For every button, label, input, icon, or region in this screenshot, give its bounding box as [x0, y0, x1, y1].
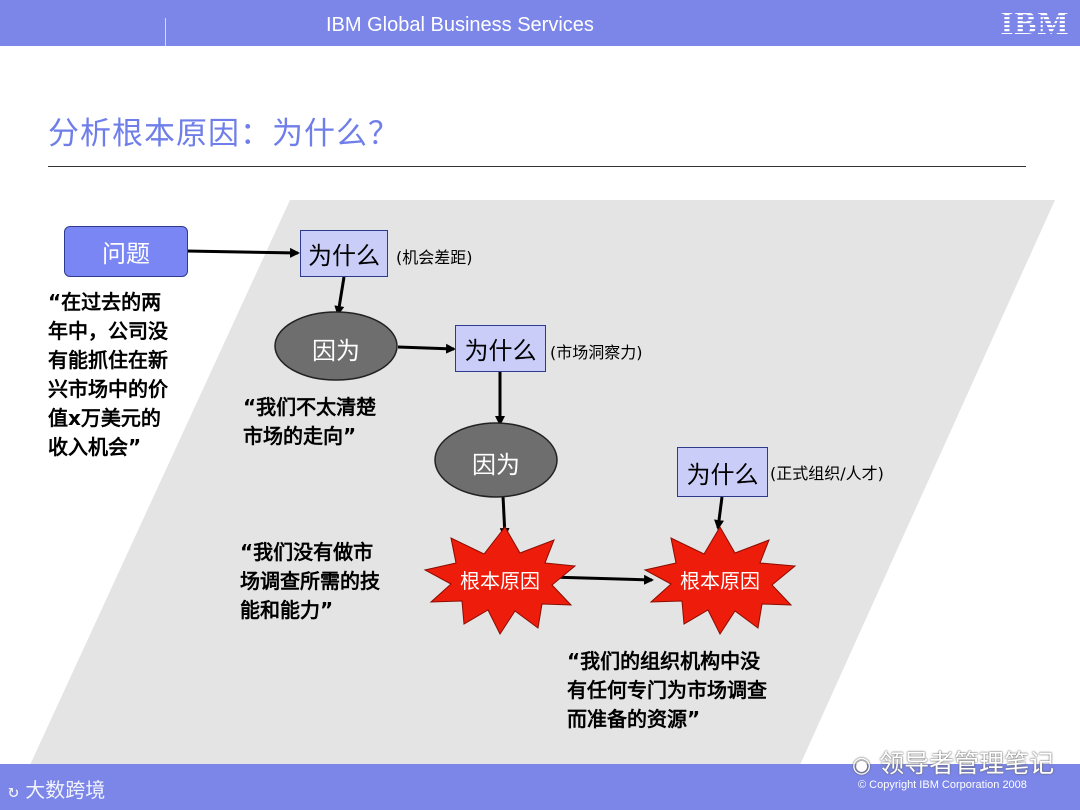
watermark-left: ↻ 大数跨境 — [8, 774, 105, 803]
watermark-right: ◉ 领导者管理笔记 — [852, 744, 1054, 780]
quote-line: 而准备的资源” — [567, 707, 701, 731]
because-oval-1 — [274, 311, 398, 381]
because-label-2: 因为 — [472, 451, 520, 479]
quote-line: “我们的组织机构中没 — [567, 649, 761, 673]
footer-bar — [0, 764, 1080, 810]
why-note-2: (市场洞察力) — [550, 343, 643, 362]
title-underline — [48, 166, 1026, 167]
arrow-problem-to-why1 — [185, 247, 300, 258]
quote-line: 有任何专门为市场调查 — [567, 678, 767, 702]
quote-line: “我们没有做市 — [240, 540, 374, 564]
header-unit-name: IBM Global Business Services — [326, 14, 594, 36]
why-note-3: (正式组织/人才) — [770, 464, 884, 483]
why-note-1: (机会差距) — [396, 248, 473, 267]
quote-line: 有能抓住在新 — [48, 348, 168, 372]
watermark-left-text: 大数跨境 — [25, 778, 106, 802]
why-box-3: 为什么 — [677, 447, 768, 497]
quote-line: 能和能力” — [240, 598, 334, 622]
quote-line: “我们不太清楚 — [243, 395, 377, 419]
problem-quote: “在过去的两 年中，公司没 有能抓住在新 兴市场中的价 值x万美元的 收入机会” — [48, 288, 168, 462]
slide-title: 分析根本原因：为什么？ — [48, 116, 400, 152]
root-cause-label-1: 根本原因 — [460, 569, 540, 593]
wechat-icon: ◉ — [852, 753, 872, 778]
arrow-root1-to-root2 — [549, 574, 654, 585]
why-box-2: 为什么 — [455, 325, 546, 372]
because-label-1: 因为 — [312, 337, 360, 365]
ibm-logo: IBM — [1001, 6, 1070, 39]
because-oval-2 — [434, 422, 558, 498]
root-cause-quote-2: “我们的组织机构中没 有任何专门为市场调查 而准备的资源” — [567, 647, 767, 734]
root-cause-quote-1: “我们没有做市 场调查所需的技 能和能力” — [240, 538, 380, 625]
copyright-text: © Copyright IBM Corporation 2008 — [858, 779, 1027, 791]
root-cause-burst-1 — [423, 526, 577, 636]
watermark-right-text: 领导者管理笔记 — [879, 749, 1055, 778]
quote-line: 场调查所需的技 — [240, 569, 380, 593]
quote-line: 兴市场中的价 — [48, 377, 168, 401]
quote-line: 年中，公司没 — [48, 319, 168, 343]
quote-line: “在过去的两 — [48, 290, 162, 314]
quote-line: 值x万美元的 — [48, 406, 161, 430]
header-bar: IBM Global Business Services IBM — [0, 0, 1080, 46]
arrow-why1-to-because1 — [334, 276, 346, 316]
why-box-1: 为什么 — [300, 230, 388, 277]
root-cause-label-2: 根本原因 — [680, 569, 760, 593]
problem-box: 问题 — [64, 226, 188, 277]
arrow-because1-to-why2 — [397, 343, 456, 354]
quote-line: 市场的走向” — [243, 424, 357, 448]
because-quote-1: “我们不太清楚 市场的走向” — [243, 393, 376, 451]
quote-line: 收入机会” — [48, 435, 142, 459]
root-cause-burst-2 — [643, 526, 797, 636]
watermark-logo-icon: ↻ — [8, 781, 19, 802]
header-divider — [165, 18, 166, 46]
svg-text:IBM: IBM — [1001, 6, 1070, 39]
arrow-why3-to-root2 — [714, 496, 724, 530]
